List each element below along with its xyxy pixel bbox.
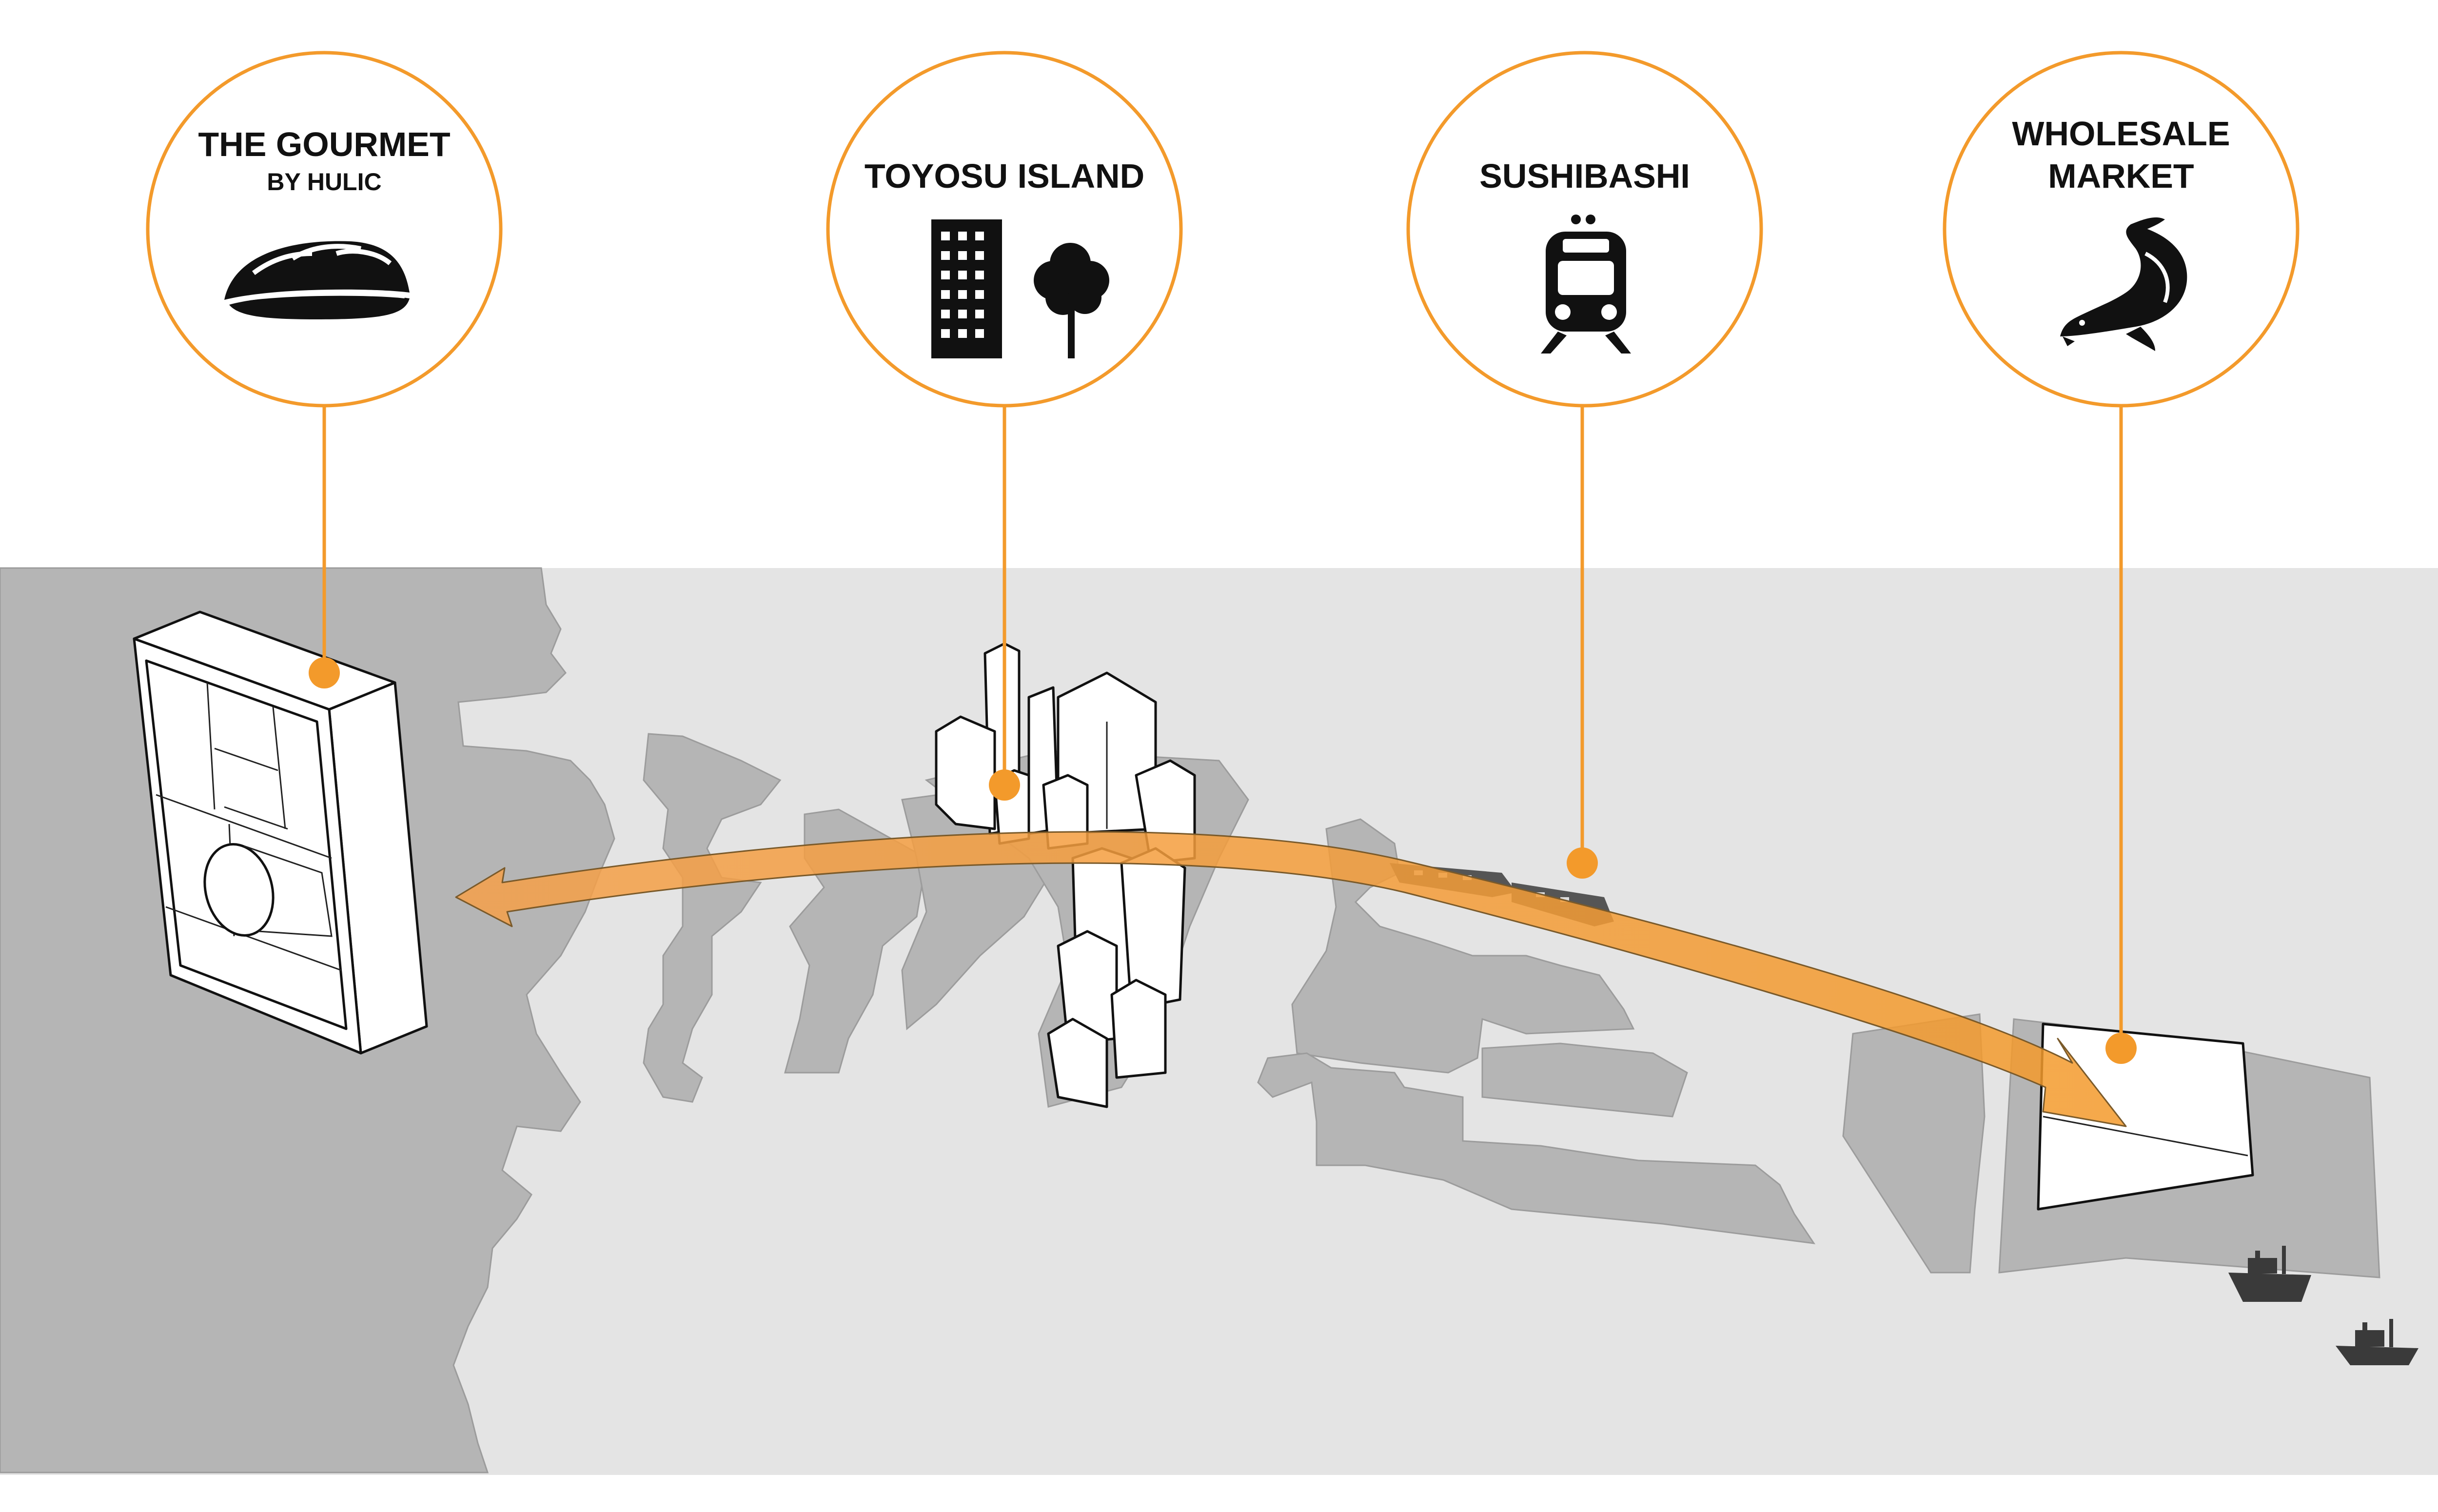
market-building	[2037, 1022, 2254, 1211]
train-icon	[1541, 215, 1631, 353]
tree-icon	[1034, 243, 1109, 358]
island-central-2	[1481, 1042, 1688, 1118]
flow-arrow	[455, 831, 2127, 1127]
callout-title: WHOLESALE	[2012, 115, 2230, 153]
island-1	[643, 733, 782, 1103]
callout-gourmet: THE GOURMET BY HULIC	[146, 51, 503, 408]
gourmet-building	[133, 610, 428, 1055]
island-central-3	[1257, 1052, 1816, 1244]
callout-subtitle: BY HULIC	[267, 168, 381, 196]
marker-dot-toyosu	[989, 769, 1020, 801]
callout-title: THE GOURMET	[198, 125, 450, 163]
boat-icon	[2336, 1319, 2418, 1365]
sushi-icon	[224, 241, 410, 319]
callout-title: SUSHIBASHI	[1479, 157, 1690, 195]
callout-title-line2: MARKET	[2048, 157, 2194, 195]
callout-market: WHOLESALE MARKET	[1943, 51, 2300, 408]
boat-icon	[2228, 1246, 2311, 1302]
marker-dot-market	[2105, 1033, 2137, 1064]
building-icon	[931, 219, 1002, 358]
callout-sushibashi: SUSHIBASHI	[1406, 51, 1763, 408]
marker-dot-gourmet	[309, 657, 340, 688]
fish-icon	[2060, 217, 2187, 351]
callout-toyosu: TOYOSU ISLAND	[826, 51, 1183, 408]
callout-title: TOYOSU ISLAND	[865, 157, 1144, 195]
marker-dot-sushibashi	[1567, 847, 1598, 879]
